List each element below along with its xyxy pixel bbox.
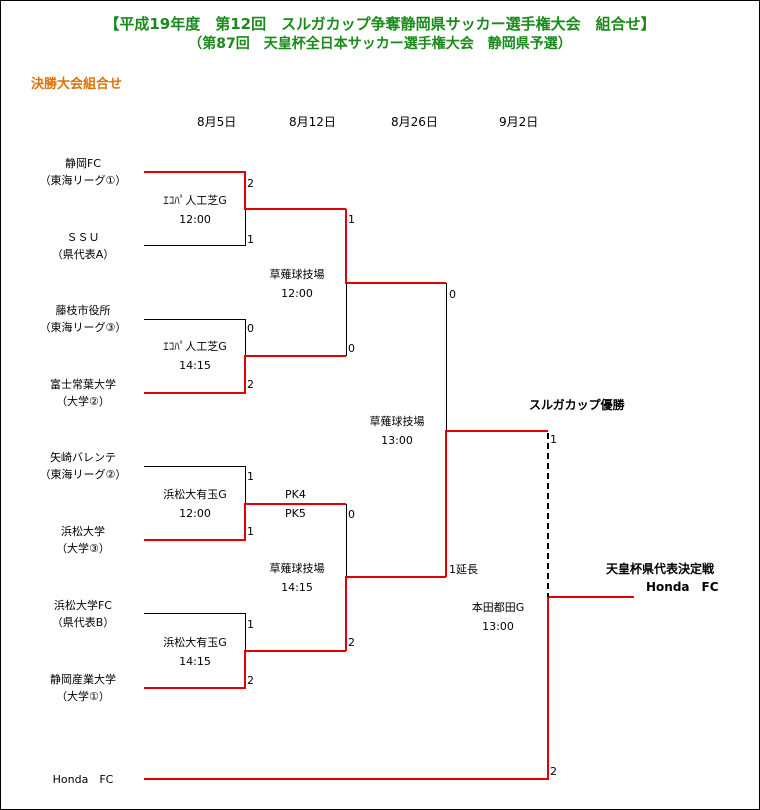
team-name: 藤枝市役所 xyxy=(55,304,111,317)
section-title: 決勝大会組合せ xyxy=(31,77,123,92)
venue-time: 12:00 xyxy=(281,287,313,300)
score: 2 xyxy=(247,674,254,687)
venue-name: ｴｺﾊﾟ人工芝G xyxy=(163,194,227,207)
venue-name: 本田都田G xyxy=(471,601,525,614)
venue-time: 13:00 xyxy=(381,434,413,447)
winner-line xyxy=(144,596,634,780)
venue-time: 14:15 xyxy=(179,655,211,668)
winner-line xyxy=(144,171,346,210)
winner-line xyxy=(445,430,548,577)
score: 1 xyxy=(348,213,355,226)
team-group: （県代表B） xyxy=(51,616,115,629)
winner-line xyxy=(144,503,346,541)
venue-name: ｴｺﾊﾟ人工芝G xyxy=(163,340,227,353)
team-group: （東海リーグ③） xyxy=(39,321,127,334)
score: 0 xyxy=(247,322,254,335)
team-name: ＳＳＵ xyxy=(66,231,100,244)
team-group: （大学③） xyxy=(56,542,110,555)
tennohai-label: 天皇杯県代表決定戦 xyxy=(606,562,715,576)
suruga-cup-winner-label: スルガカップ優勝 xyxy=(529,398,625,412)
venue-name: 草薙球技場 xyxy=(269,562,325,575)
venue-time: 12:00 xyxy=(179,507,211,520)
team-group: （東海リーグ②） xyxy=(39,468,127,481)
pk-score: PK4 xyxy=(285,488,306,501)
venue-name: 草薙球技場 xyxy=(269,268,325,281)
date-final: 9月2日 xyxy=(499,115,539,129)
venue-name: 浜松大有玉G xyxy=(163,488,227,501)
team-name: 浜松大学 xyxy=(61,525,105,538)
team-name: 富士常葉大学 xyxy=(50,378,116,391)
team-name: 静岡産業大学 xyxy=(50,673,116,686)
pk-score: PK5 xyxy=(285,507,306,520)
team-name: 静岡FC xyxy=(64,157,101,170)
tennohai-winner: Honda FC xyxy=(646,580,719,594)
venue-time: 12:00 xyxy=(179,213,211,226)
winner-line xyxy=(144,355,346,394)
score: 1 xyxy=(247,525,254,538)
date-round3: 8月26日 xyxy=(391,115,438,129)
date-round2: 8月12日 xyxy=(289,115,336,129)
venue-name: 草薙球技場 xyxy=(369,415,425,428)
score: 2 xyxy=(348,636,355,649)
score: 2 xyxy=(247,378,254,391)
score: 1 xyxy=(247,470,254,483)
score: 1 xyxy=(247,618,254,631)
team-group: （県代表A） xyxy=(51,248,115,261)
venue-time: 14:15 xyxy=(281,581,313,594)
score: 2 xyxy=(550,765,557,778)
venue-time: 14:15 xyxy=(179,359,211,372)
score: 1 xyxy=(247,233,254,246)
date-round1: 8月5日 xyxy=(197,115,237,129)
team-name: 浜松大学FC xyxy=(53,599,112,612)
winner-line xyxy=(144,650,346,689)
team-group: （大学②） xyxy=(56,395,110,408)
score: 0 xyxy=(348,508,355,521)
page-subtitle: （第87回 天皇杯全日本サッカー選手権大会 静岡県予選） xyxy=(188,36,572,52)
winner-line xyxy=(345,576,446,651)
winner-line xyxy=(345,209,446,284)
team-group: （東海リーグ①） xyxy=(39,174,127,187)
page-title: 【平成19年度 第12回 スルガカップ争奪静岡県サッカー選手権大会 組合せ】 xyxy=(104,15,656,33)
team-name: Honda FC xyxy=(52,773,114,786)
venue-time: 13:00 xyxy=(482,620,514,633)
score: 0 xyxy=(348,342,355,355)
score: 1 xyxy=(550,433,557,446)
score: 2 xyxy=(247,177,254,190)
score: 0 xyxy=(449,288,456,301)
team-name: 矢崎バレンテ xyxy=(50,451,116,464)
score: 1延長 xyxy=(449,563,478,576)
venue-name: 浜松大有玉G xyxy=(163,636,227,649)
team-group: （大学①） xyxy=(56,690,110,703)
